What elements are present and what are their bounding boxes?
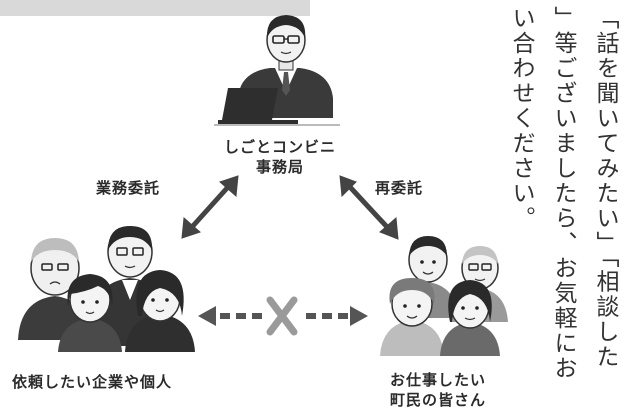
hub-label-line2: 事務局 [255,158,304,176]
office-worker-icon [214,15,340,126]
townspeople-label-line2: 町民の皆さん [390,391,487,409]
body-text-column-3: い合わせください。 [508,6,534,231]
clients-group-icon [18,226,195,352]
clients-label: 依頼したい企業や個人 [12,373,173,391]
cross-mark-icon [266,296,298,336]
arrow-right-bidirectional-icon [339,175,399,240]
hub-label-line1: しごとコンビニ [223,138,336,156]
body-text-column-2: 」等ございましたら、お気軽にお [550,6,576,381]
townspeople-label: お仕事したい 町民の皆さん [390,370,500,410]
townspeople-label-line1: お仕事したい [390,371,487,389]
relationship-diagram [18,15,508,356]
body-text-column-1: 「話を聞いてみたい」「相談した [592,6,618,370]
top-gray-bar [0,0,310,16]
edge-left-label: 業務委託 [96,179,161,197]
edge-right-label: 再委託 [375,179,424,197]
townspeople-group-icon [380,236,508,356]
hub-label: しごとコンビニ 事務局 [200,137,360,177]
arrow-left-bidirectional-icon [181,175,239,239]
arrow-dotted-bidirectional-icon [198,306,368,326]
